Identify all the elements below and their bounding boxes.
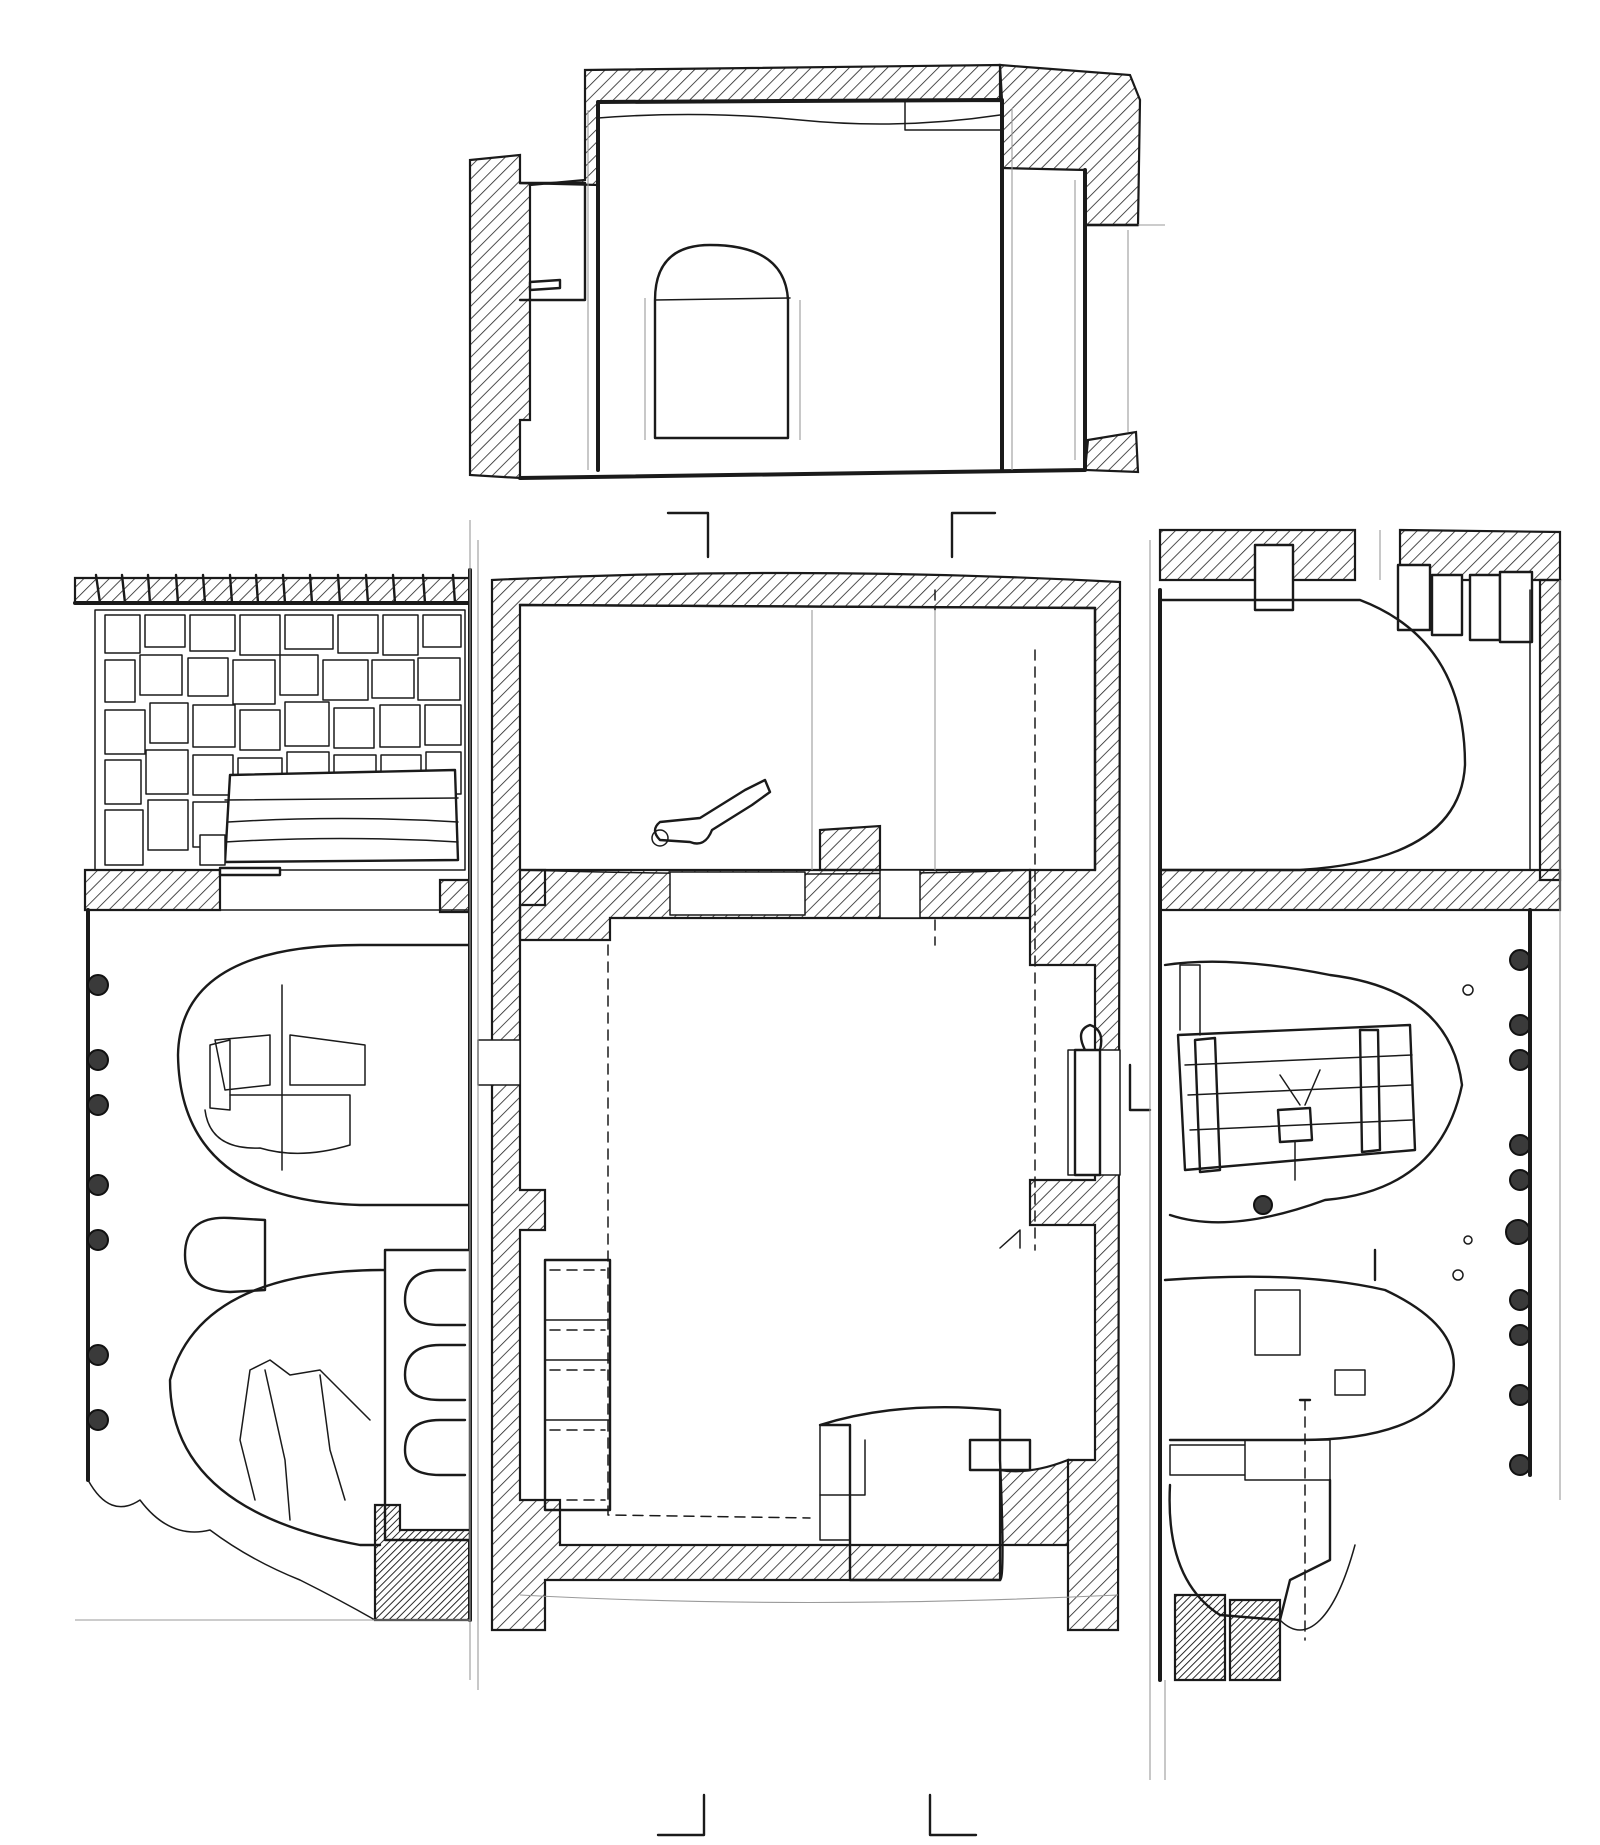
posts-right [1253, 949, 1531, 1476]
center-outer-wall [490, 571, 1122, 1632]
left-plan [73, 520, 472, 1680]
right-lower-wall [1083, 430, 1140, 474]
pipe-object [653, 778, 772, 845]
right-plan [1158, 528, 1562, 1780]
section-marker-bl [656, 1793, 706, 1837]
section-markers [656, 511, 1152, 1837]
posts-left [87, 974, 109, 1431]
chest [1176, 1023, 1417, 1172]
stair-block [543, 1258, 612, 1512]
right-oval-lower [1163, 1275, 1455, 1442]
right-oval-middle [1163, 960, 1464, 1224]
left-oval-lower [168, 1268, 387, 1547]
right-wall-mass [998, 63, 1142, 227]
bottom-piers [1173, 1593, 1282, 1682]
section-marker-tl [666, 511, 710, 559]
bench [223, 768, 460, 864]
right-oval-top [1158, 598, 1467, 872]
section-marker-rm [1128, 1063, 1152, 1112]
section-marker-br [928, 1793, 978, 1837]
section-elevation [468, 63, 1165, 480]
stacked-arches [383, 1248, 472, 1542]
arched-opening [653, 243, 790, 440]
left-wall-mass [468, 63, 1002, 480]
right-jamb-column [1073, 1023, 1103, 1177]
guide-lines [477, 530, 1381, 1780]
section-marker-tr [950, 511, 997, 559]
section-outline [518, 98, 1087, 480]
left-oval-upper [176, 943, 472, 1207]
center-plan [477, 571, 1122, 1632]
